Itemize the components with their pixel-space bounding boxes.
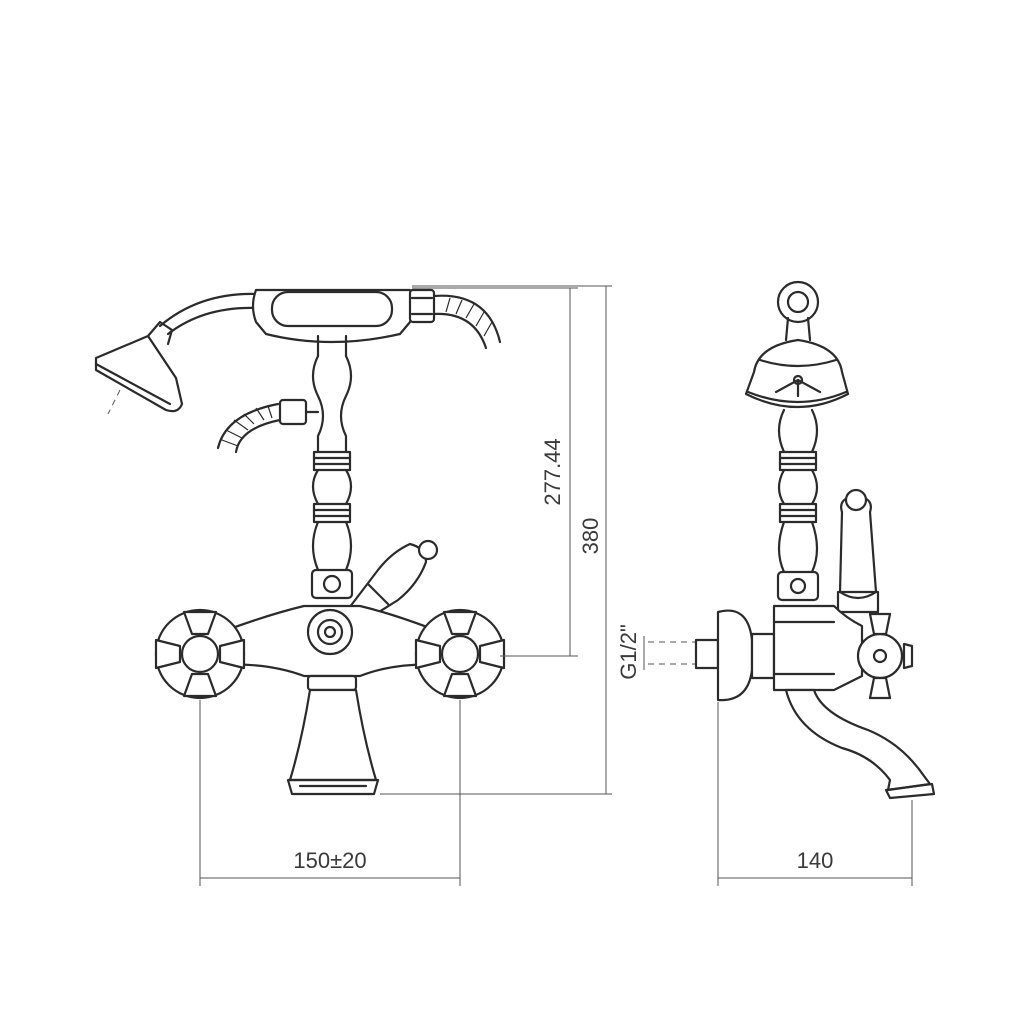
riser-column	[310, 354, 354, 600]
side-view	[648, 280, 936, 800]
side-shower-head	[744, 338, 850, 408]
dimension-overall-height: 380	[578, 518, 603, 555]
dimension-projection: 140	[797, 848, 834, 873]
handset	[251, 288, 436, 344]
dimension-inlet-centers: 150±20	[293, 848, 366, 873]
front-view	[94, 288, 506, 796]
side-riser	[776, 408, 820, 602]
side-inlet	[648, 609, 776, 702]
side-outlet	[216, 398, 320, 454]
left-cross-handle	[154, 608, 246, 700]
shower-head	[94, 320, 184, 415]
base-spout	[286, 674, 380, 796]
hose-arc	[158, 292, 260, 328]
diverter-lever	[344, 539, 439, 626]
side-dimensions	[643, 636, 913, 886]
mixer-body	[198, 604, 462, 678]
front-dimensions	[199, 285, 612, 886]
side-body	[772, 604, 864, 692]
side-lever	[836, 488, 880, 614]
right-hose	[432, 294, 502, 344]
side-top-connector	[776, 280, 820, 342]
side-cross-handle	[856, 612, 914, 700]
side-spout	[784, 688, 936, 800]
dimension-inlet-thread: G1/2"	[616, 624, 641, 680]
right-cross-handle	[414, 608, 506, 700]
dimension-spout-height: 277.44	[540, 438, 565, 505]
